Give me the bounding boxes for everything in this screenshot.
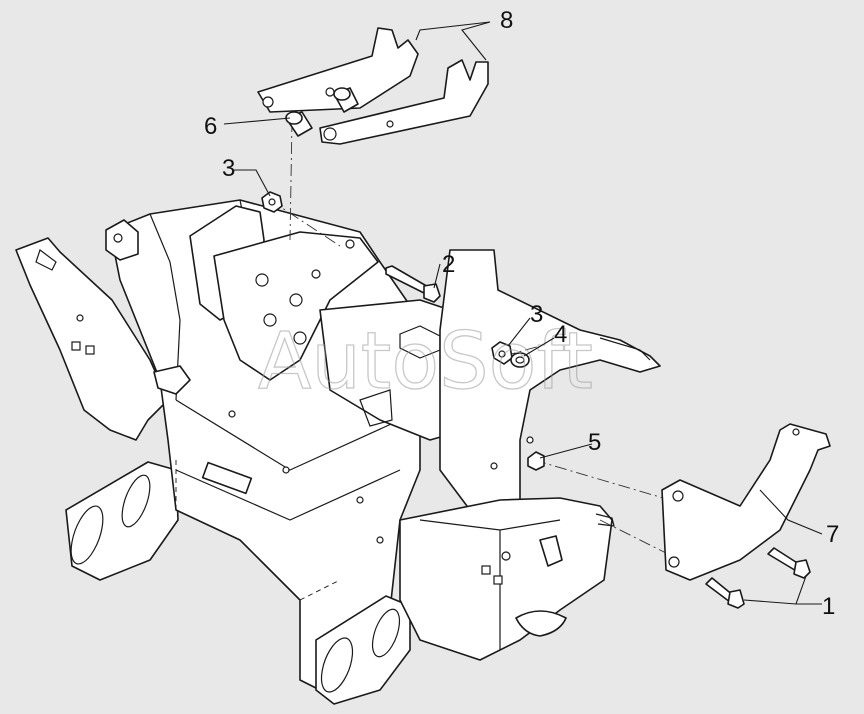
bolt-part-2 — [385, 265, 441, 303]
main-frame — [15, 199, 661, 705]
hitch-bracket-part-8 — [257, 27, 489, 145]
watermark-text: AutoSoft — [258, 317, 593, 407]
callout-6: 6 — [204, 113, 217, 140]
callout-5: 5 — [588, 429, 601, 456]
callout-1: 1 — [822, 593, 835, 620]
bolt-part-1-upper — [767, 547, 811, 579]
bolt-part-1-lower — [705, 577, 745, 609]
callout-7: 7 — [826, 521, 839, 548]
callout-8: 8 — [500, 7, 513, 34]
washer-part-4 — [510, 352, 530, 368]
nut-part-5 — [527, 451, 545, 471]
nut-part-3-upper — [261, 191, 283, 213]
callout-3-upper: 3 — [222, 155, 235, 182]
callout-4: 4 — [554, 321, 567, 348]
cover-plate-part-7 — [661, 423, 831, 581]
callout-leaders — [223, 21, 823, 605]
callout-3-lower: 3 — [530, 301, 543, 328]
bushing-part-6 — [285, 87, 359, 137]
callout-2: 2 — [442, 251, 455, 278]
